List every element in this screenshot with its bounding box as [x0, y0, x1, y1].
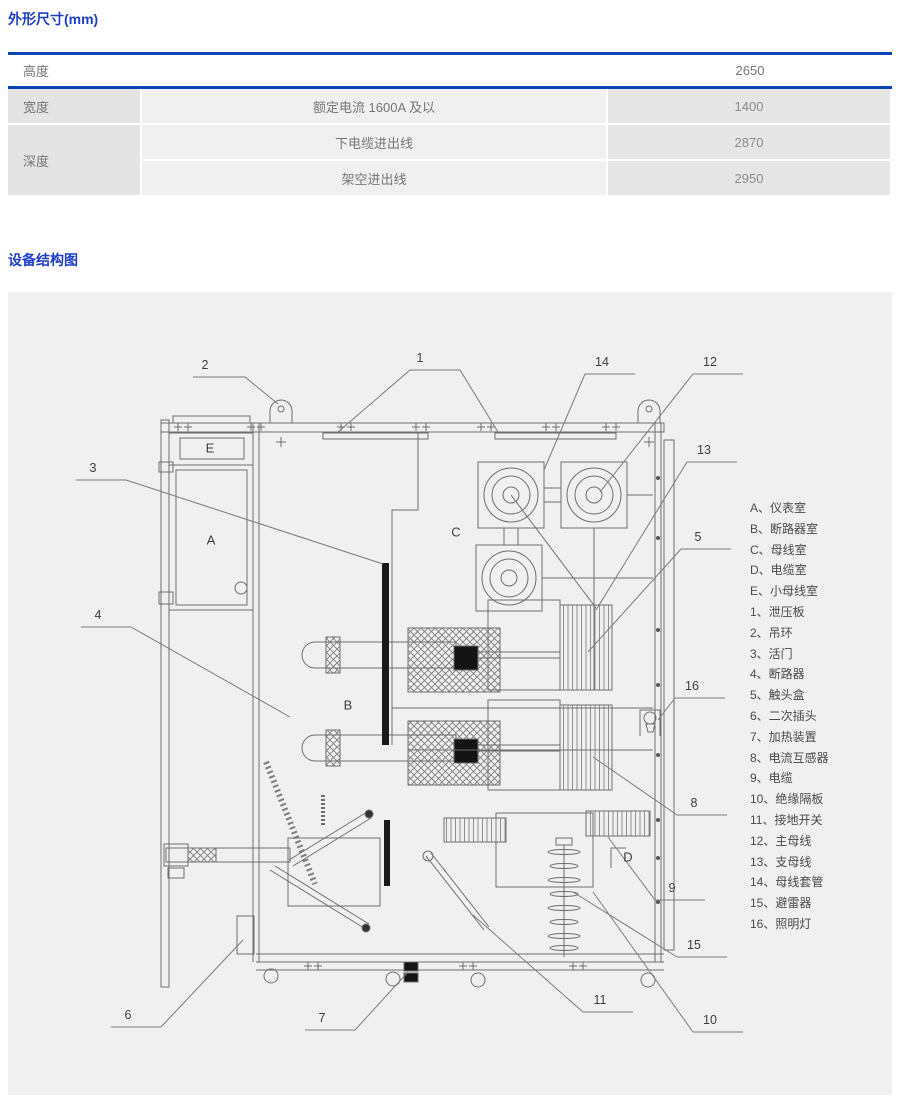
callout-6: 6 [124, 1008, 132, 1022]
legend-item: 7、加热装置 [750, 729, 817, 744]
dimensions-table: 高度 2650 宽度 额定电流 1600A 及以 1400 深度 下电缆进出线 … [8, 52, 892, 195]
callout-leaders [76, 369, 743, 1033]
legend-item: B、断路器室 [750, 521, 819, 536]
legend-item: 12、主母线 [750, 833, 812, 848]
callout-7: 7 [318, 1011, 326, 1025]
legend-item: A、仪表室 [750, 501, 807, 515]
compartment-label-e: E [205, 440, 215, 456]
table-top-rule [8, 52, 892, 55]
compartment-label-a: A [206, 532, 216, 548]
legend-item: E、小母线室 [750, 584, 819, 599]
lifting-ring [637, 399, 661, 423]
legend-item: 14、母线套管 [750, 875, 824, 890]
row-spec: 额定电流 1600A 及以 [142, 89, 606, 123]
callout-12: 12 [703, 355, 717, 369]
compartment-e-box [179, 437, 245, 460]
legend-item: 8、电流互感器 [750, 750, 829, 765]
callout-14: 14 [595, 355, 609, 369]
callout-15: 15 [687, 938, 701, 952]
dimensions-section-title: 外形尺寸(mm) [8, 11, 99, 27]
cable-bellows [443, 817, 507, 843]
legend-item: 1、泄压板 [750, 604, 805, 619]
row-value: 2950 [608, 161, 890, 195]
row-value: 2870 [608, 125, 890, 159]
legend-item: 6、二次插头 [750, 708, 817, 723]
callout-4: 4 [94, 608, 102, 622]
compartment-label-d: D [623, 849, 633, 865]
table-mid-rule [8, 86, 892, 89]
cable-bellows [585, 810, 651, 837]
heater [403, 961, 419, 972]
diagram-legend: A、仪表室 B、断路器室 C、母线室 D、电缆室 E、小母线室 1、泄压板 2、… [750, 498, 829, 935]
lifting-ring [269, 399, 293, 423]
legend-item: 11、接地开关 [750, 812, 823, 827]
legend-item: 2、吊环 [750, 625, 793, 640]
legend-item: 15、避雷器 [750, 896, 812, 911]
row-label: 宽度 [8, 89, 140, 123]
structure-section-title: 设备结构图 [8, 252, 78, 268]
breaker-mechanism [163, 760, 419, 983]
row-label: 高度 [23, 64, 50, 79]
legend-item: 5、触头盒 [750, 688, 805, 703]
callout-16: 16 [685, 679, 699, 693]
row-spec: 架空进出线 [142, 161, 606, 195]
legend-item: 9、电缆 [750, 771, 793, 786]
shutter-plate [382, 563, 389, 745]
callout-5: 5 [694, 530, 702, 544]
callout-1: 1 [416, 351, 424, 365]
structure-diagram-panel: 1 2 3 4 5 6 7 8 9 10 11 12 13 14 15 16 E… [8, 292, 892, 1095]
bolt-marks [173, 422, 621, 971]
row-value: 2650 [735, 63, 765, 78]
callout-13: 13 [697, 443, 711, 457]
callout-8: 8 [690, 796, 698, 810]
table-body: 宽度 额定电流 1600A 及以 1400 深度 下电缆进出线 2870 架空进… [8, 89, 892, 195]
pressure-relief-plate [494, 432, 617, 440]
compartment-label-c: C [451, 524, 461, 540]
earthing-switch-rod [425, 855, 485, 931]
row-label: 深度 [8, 125, 140, 195]
cable-compartment [422, 810, 651, 957]
legend-item: C、母线室 [750, 542, 807, 557]
callout-3: 3 [89, 461, 97, 475]
legend-item: 10、绝缘隔板 [750, 792, 824, 807]
row-value: 1400 [608, 89, 890, 123]
pressure-relief-plate [322, 432, 429, 440]
legend-item: D、电缆室 [750, 563, 807, 578]
callout-10: 10 [703, 1013, 717, 1027]
wall-bolt-dots [656, 476, 660, 904]
callout-11: 11 [593, 993, 607, 1007]
cabinet-frame [158, 399, 675, 988]
breaker-bushings [301, 563, 560, 786]
row-spec: 下电缆进出线 [142, 125, 606, 159]
legend-item: 16、照明灯 [750, 916, 812, 931]
legend-item: 4、断路器 [750, 667, 805, 682]
legend-item: 3、活门 [750, 646, 793, 661]
secondary-plug [236, 915, 255, 955]
callout-2: 2 [201, 358, 209, 372]
switchgear-drawing [76, 369, 743, 1033]
table-row-height: 高度 2650 [8, 55, 892, 86]
spring [263, 760, 318, 886]
lamp [639, 709, 661, 736]
legend-item: 13、支母线 [750, 854, 812, 869]
contact-box-ct [392, 599, 653, 791]
compartment-label-b: B [343, 697, 353, 713]
callout-9: 9 [668, 881, 676, 895]
